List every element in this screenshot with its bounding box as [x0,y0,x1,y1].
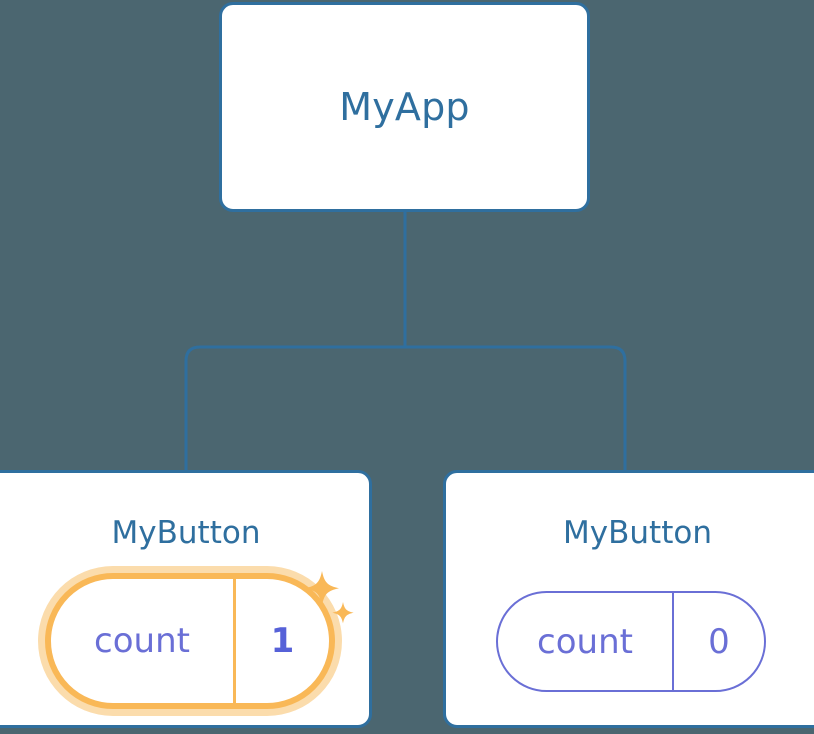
node-mybutton-right-label: MyButton [563,515,712,551]
node-mybutton-left-label: MyButton [111,515,261,551]
state-pill-left-wrapper: count 1 [45,573,335,709]
node-myapp-label: MyApp [339,85,470,129]
state-pill-left-value: 1 [270,621,295,661]
state-pill-right-value: 0 [708,621,730,662]
state-pill-left[interactable]: count 1 [45,573,335,709]
state-pill-right[interactable]: count 0 [496,591,766,692]
node-mybutton-right[interactable]: MyButton count 0 [443,470,814,728]
sparkle-small-icon [332,602,354,624]
connector-branch-left [184,345,405,472]
connector-branch-right [405,345,627,472]
state-pill-right-wrapper: count 0 [496,591,766,692]
state-pill-left-key: count [51,579,236,703]
state-pill-right-key: count [498,593,674,690]
node-myapp[interactable]: MyApp [219,2,590,212]
node-mybutton-left[interactable]: MyButton count 1 [0,470,372,728]
